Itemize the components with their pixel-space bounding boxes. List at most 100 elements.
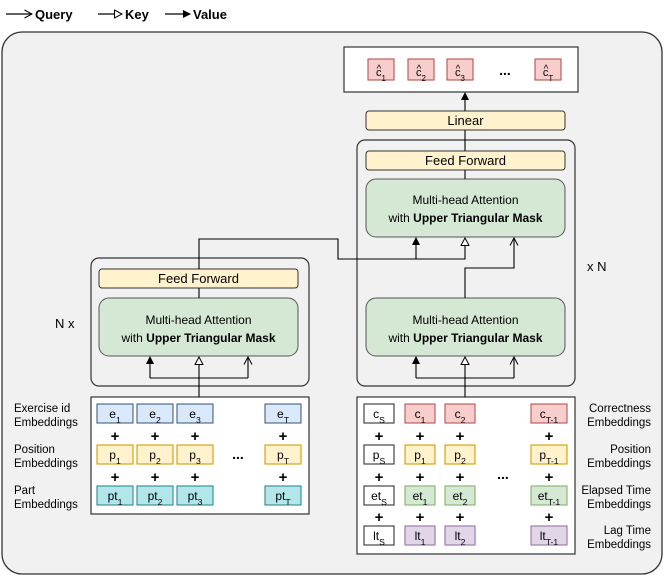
output-ellipsis: ...: [499, 62, 511, 78]
decoder-row-labels: CorrectnessEmbeddingsPositionEmbeddingsE…: [581, 403, 651, 551]
encoder-cell-0-1: [136, 403, 174, 424]
encoder-plus-1-0: +: [111, 469, 120, 486]
encoder-row-label-0-0: Exercise id: [14, 403, 70, 415]
encoder-row-label-1-0: Position: [14, 444, 55, 456]
decoder-plus-0-1: +: [416, 428, 425, 445]
decoder-plus-1-1: +: [416, 469, 425, 486]
encoder-attention-line2: with Upper Triangular Mask: [120, 331, 275, 345]
output-cell-label-3: cT: [543, 67, 554, 83]
decoder-cell-label-2-1: et1: [413, 489, 428, 507]
decoder-plus-1-0: +: [375, 469, 384, 486]
encoder-row-label-0-1: Embeddings: [14, 417, 78, 429]
decoder-cell-label-2-3: etT-1: [538, 489, 561, 507]
decoder-row-label-1-0: Position: [610, 444, 651, 456]
encoder-row-label-2-0: Part: [14, 485, 36, 497]
decoder-ellipsis: ...: [497, 466, 509, 482]
encoder-plus-0-1: +: [151, 428, 160, 445]
decoder-cell-0-1: [404, 403, 436, 424]
encoder-plus-0-3: +: [279, 428, 288, 445]
encoder-cell-label-1-1: p2: [149, 448, 161, 466]
encoder-cell-label-0-3: eT: [277, 407, 290, 425]
encoder-cell-label-2-0: pt1: [108, 489, 123, 507]
encoder-cell-label-1-3: pT: [277, 448, 290, 466]
encoder-ellipsis: ...: [232, 446, 244, 462]
decoder-row-label-0-1: Embeddings: [587, 417, 651, 429]
encoder-row-label-1-1: Embeddings: [14, 458, 78, 470]
encoder-repeat-label: N x: [55, 316, 75, 331]
legend-key-label: Key: [125, 7, 150, 22]
encoder-cell-label-0-1: e2: [149, 407, 161, 425]
decoder-cell-1-3: [530, 444, 568, 465]
decoder-plus-1-2: +: [456, 469, 465, 486]
encoder-cell-label-1-2: p3: [189, 448, 201, 466]
decoder-cell-label-0-1: c1: [415, 407, 426, 425]
encoder-output-line: [198, 238, 416, 269]
decoder-attention-upper: [365, 178, 566, 238]
legend: Query Key Value: [6, 7, 227, 22]
decoder-cell-0-0: [363, 403, 395, 424]
encoder-cell-1-1: [136, 444, 174, 465]
output-hat-3: ^: [544, 64, 549, 75]
decoder-cell-label-2-0: etS: [371, 489, 387, 507]
encoder-cell-label-0-2: e3: [189, 407, 201, 425]
decoder-cell-label-3-3: ltT-1: [540, 529, 559, 547]
encoder-block: N x Feed Forward Multi-head Attention wi…: [55, 257, 310, 387]
decoder-plus-0-2: +: [456, 428, 465, 445]
decoder-cell-2-1: [404, 485, 436, 506]
encoder-cell-label-2-2: pt3: [188, 489, 203, 507]
decoder-plus-2-1: +: [416, 509, 425, 526]
output-hat-0: ^: [377, 64, 382, 75]
decoder-cell-1-0: [363, 444, 395, 465]
output-cell-label-2: c3: [455, 67, 466, 83]
legend-query-label: Query: [35, 7, 73, 22]
encoder-feed-forward-label: Feed Forward: [158, 271, 239, 286]
encoder-cell-label-2-3: ptT: [275, 489, 291, 507]
decoder-cell-label-0-2: c2: [455, 407, 466, 425]
encoder-cell-0-2: [176, 403, 214, 424]
decoder-attention-upper-line1: Multi-head Attention: [412, 193, 518, 207]
decoder-plus-1-3: +: [545, 469, 554, 486]
decoder-repeat-label: x N: [587, 259, 607, 274]
decoder-cell-0-3: [530, 403, 568, 424]
decoder-row-label-2-0: Elapsed Time: [581, 485, 651, 497]
encoder-plus-1-3: +: [279, 469, 288, 486]
encoder-plus-1-2: +: [191, 469, 200, 486]
decoder-cell-label-1-3: pT-1: [539, 448, 558, 466]
decoder-plus-0-0: +: [375, 428, 384, 445]
decoder-cell-2-0: [363, 485, 395, 506]
encoder-plus-0-0: +: [111, 428, 120, 445]
decoder-cell-label-3-1: lt1: [415, 529, 426, 547]
decoder-plus-2-0: +: [375, 509, 384, 526]
decoder-attention-lower-line1: Multi-head Attention: [412, 313, 518, 327]
decoder-cell-label-1-2: p2: [454, 448, 466, 466]
encoder-to-decoder-key: [416, 238, 465, 260]
decoder-cell-1-1: [404, 444, 436, 465]
encoder-cell-0-0: [96, 403, 134, 424]
decoder-cell-label-3-2: lt2: [455, 529, 466, 547]
output-cells: ^c1^c2^c3^cT...: [367, 58, 562, 83]
decoder-row-label-2-1: Embeddings: [587, 499, 651, 511]
decoder-cell-label-3-0: ltS: [373, 529, 385, 547]
decoder-plus-2-2: +: [456, 509, 465, 526]
decoder-block: x N Linear Feed Forward Multi-head Atten…: [356, 110, 607, 387]
decoder-cell-3-0: [363, 525, 395, 546]
decoder-row-label-3-1: Embeddings: [587, 539, 651, 551]
decoder-row-label-1-1: Embeddings: [587, 458, 651, 470]
legend-value-label: Value: [193, 7, 227, 22]
output-cell-2: [446, 58, 474, 81]
output-cell-label-1: c2: [416, 67, 426, 83]
encoder-cell-2-0: [96, 485, 134, 506]
connections: [146, 92, 514, 397]
output-cell-label-0: c1: [376, 67, 387, 83]
decoder-cell-label-1-1: p1: [414, 448, 426, 466]
encoder-cell-2-2: [176, 485, 214, 506]
decoder-cell-label-2-2: et2: [453, 489, 468, 507]
output-cell-3: [534, 58, 562, 81]
decoder-plus-0-3: +: [545, 428, 554, 445]
decoder-cell-3-1: [404, 525, 436, 546]
decoder-cell-label-0-3: cT-1: [540, 407, 559, 425]
decoder-cell-2-2: [444, 485, 476, 506]
